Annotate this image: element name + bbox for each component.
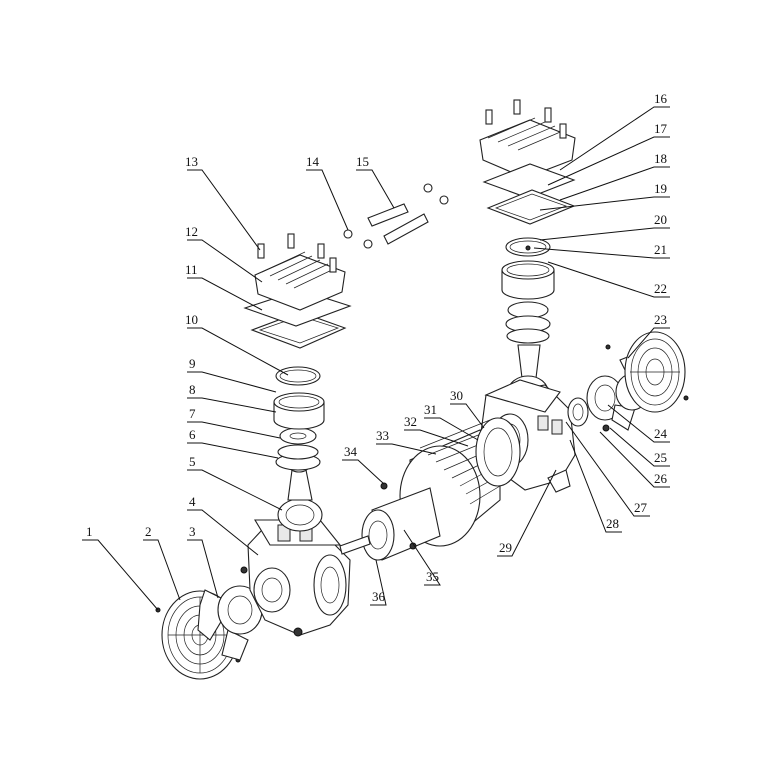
- callout-31: 31: [424, 402, 437, 417]
- right-cylinder-head: [479, 99, 576, 179]
- callout-35: 35: [426, 569, 439, 584]
- callout-9: 9: [189, 356, 196, 371]
- callout-16: 16: [654, 91, 668, 106]
- callout-6: 6: [189, 427, 196, 442]
- callout-7: 7: [189, 406, 196, 421]
- left-cylinder-head: [254, 233, 346, 311]
- left-o-ring: [275, 366, 321, 386]
- callout-24: 24: [654, 426, 668, 441]
- callout-15: 15: [356, 154, 369, 169]
- left-piston-stack: [275, 427, 321, 471]
- right-cylinder-sleeve: [501, 260, 555, 300]
- motor-rotor: [339, 487, 441, 561]
- callout-34: 34: [344, 444, 358, 459]
- transfer-tubes: [343, 183, 449, 249]
- callout-2: 2: [145, 524, 152, 539]
- right-fan-guard: [605, 331, 689, 413]
- callout-26: 26: [654, 471, 668, 486]
- left-crankcase: [240, 519, 351, 637]
- callout-10: 10: [185, 312, 198, 327]
- callout-18: 18: [654, 151, 667, 166]
- callout-1: 1: [86, 524, 93, 539]
- callout-13: 13: [185, 154, 198, 169]
- left-cylinder-sleeve: [273, 392, 325, 430]
- callout-32: 32: [404, 414, 417, 429]
- callout-33: 33: [376, 428, 389, 443]
- washer-34: [380, 482, 388, 490]
- callout-3: 3: [189, 524, 196, 539]
- callout-17: 17: [654, 121, 668, 136]
- callout-11: 11: [185, 262, 198, 277]
- callout-19: 19: [654, 181, 667, 196]
- left-fan: [197, 585, 263, 661]
- callout-20: 20: [654, 212, 667, 227]
- right-bearing-seal: [567, 397, 589, 427]
- callout-12: 12: [185, 224, 198, 239]
- right-piston-stack: [505, 301, 551, 344]
- callout-8: 8: [189, 382, 196, 397]
- callout-30: 30: [450, 388, 463, 403]
- right-valve-plate: [482, 163, 576, 225]
- callout-25: 25: [654, 450, 667, 465]
- callout-22: 22: [654, 281, 667, 296]
- callout-14: 14: [306, 154, 320, 169]
- callout-labels: 1 2 3 4 5 6 7 8 9 10 11 12 13 14 15 16 1…: [86, 91, 668, 604]
- callout-23: 23: [654, 312, 667, 327]
- callout-5: 5: [189, 454, 196, 469]
- callout-27: 27: [634, 500, 648, 515]
- right-o-ring: [505, 237, 551, 257]
- callout-4: 4: [189, 494, 196, 509]
- callout-29: 29: [499, 540, 512, 555]
- leader-lines: [82, 106, 670, 611]
- callout-28: 28: [606, 516, 619, 531]
- left-connecting-rod: [277, 459, 323, 532]
- motor-housing: [475, 417, 521, 487]
- callout-36: 36: [372, 589, 386, 604]
- callout-21: 21: [654, 242, 667, 257]
